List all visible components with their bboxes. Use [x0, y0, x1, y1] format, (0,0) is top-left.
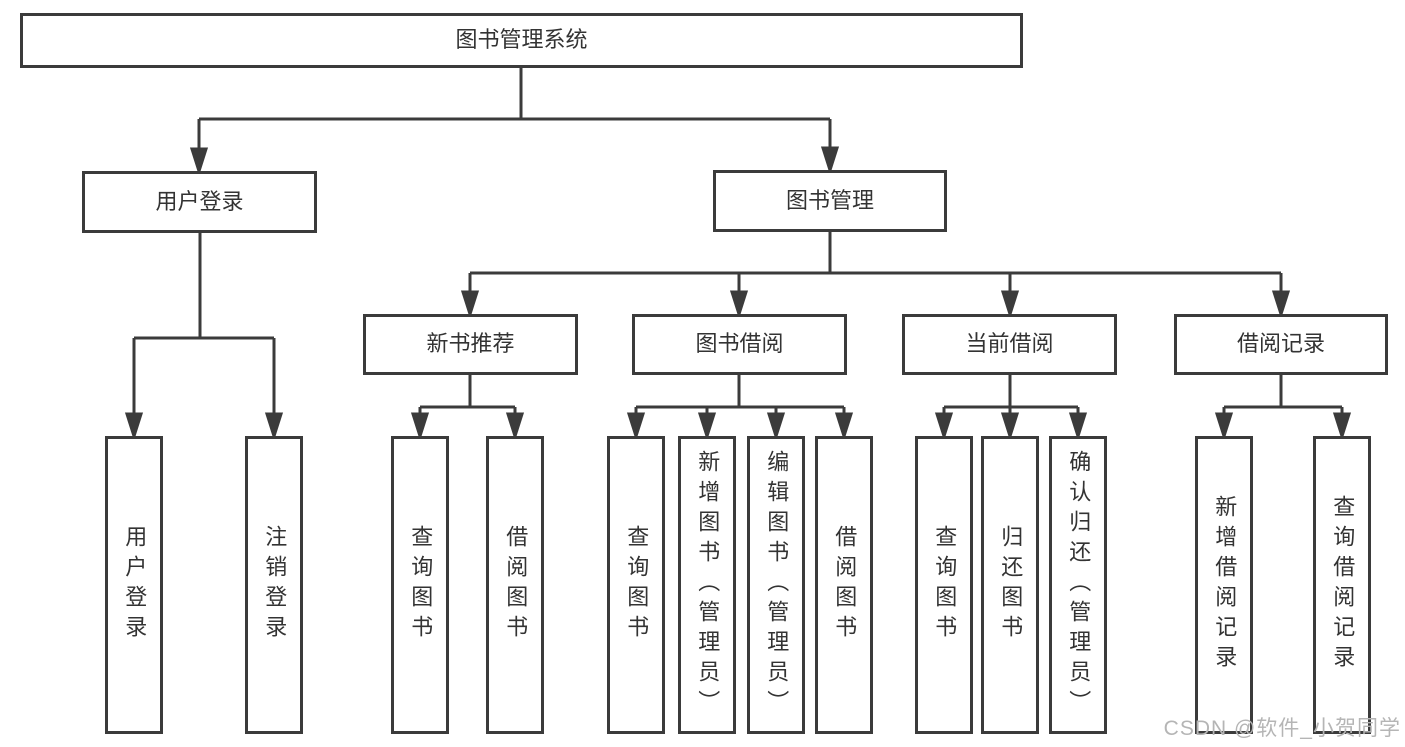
arrowhead-icon	[820, 146, 840, 175]
arrowhead-icon	[460, 290, 480, 319]
node-book-management: 图书管理	[713, 170, 947, 232]
arrowhead-icon	[1000, 412, 1020, 441]
node-book-borrowing: 图书借阅	[632, 314, 847, 375]
arrowhead-icon	[1068, 412, 1088, 441]
leaf-confirm-return-admin: 确认归还（管理员）	[1049, 436, 1107, 734]
arrowhead-icon	[1000, 290, 1020, 319]
arrowhead-icon	[934, 412, 954, 441]
leaf-borrowing-borrow-books: 借阅图书	[815, 436, 873, 734]
leaf-recommend-query-books: 查询图书	[391, 436, 449, 734]
leaf-add-book-admin: 新增图书（管理员）	[678, 436, 736, 734]
arrowhead-icon	[264, 412, 284, 441]
connector-records-to-leaves	[1214, 375, 1352, 441]
node-root: 图书管理系统	[20, 13, 1023, 68]
node-borrowing-records: 借阅记录	[1174, 314, 1388, 375]
arrowhead-icon	[729, 290, 749, 319]
leaf-current-query-books: 查询图书	[915, 436, 973, 734]
leaf-logout: 注销登录	[245, 436, 303, 734]
arrowhead-icon	[766, 412, 786, 441]
arrowhead-icon	[505, 412, 525, 441]
arrowhead-icon	[124, 412, 144, 441]
arrowhead-icon	[1214, 412, 1234, 441]
arrowhead-icon	[410, 412, 430, 441]
connector-current-to-leaves	[934, 375, 1088, 441]
arrowhead-icon	[697, 412, 717, 441]
arrowhead-icon	[626, 412, 646, 441]
leaf-borrowing-query-books: 查询图书	[607, 436, 665, 734]
arrowhead-icon	[1332, 412, 1352, 441]
arrowhead-icon	[834, 412, 854, 441]
arrowhead-icon	[1271, 290, 1291, 319]
node-current-borrowing: 当前借阅	[902, 314, 1117, 375]
leaf-new-borrow-record: 新增借阅记录	[1195, 436, 1253, 734]
arrowhead-icon	[189, 147, 209, 176]
leaf-query-borrow-record: 查询借阅记录	[1313, 436, 1371, 734]
leaf-return-books: 归还图书	[981, 436, 1039, 734]
connector-root-to-level1	[189, 68, 840, 176]
watermark: CSDN @软件_小贺同学	[1163, 717, 1401, 740]
node-new-book-recommendation: 新书推荐	[363, 314, 578, 375]
node-user-login: 用户登录	[82, 171, 317, 233]
leaf-recommend-borrow-books: 借阅图书	[486, 436, 544, 734]
connector-book-management-to-level2	[460, 232, 1291, 319]
connector-recommend-to-leaves	[410, 375, 525, 441]
leaf-edit-book-admin: 编辑图书（管理员）	[747, 436, 805, 734]
connector-borrowing-to-leaves	[626, 375, 854, 441]
connector-user-login-to-leaves	[124, 233, 284, 441]
leaf-user-login: 用户登录	[105, 436, 163, 734]
